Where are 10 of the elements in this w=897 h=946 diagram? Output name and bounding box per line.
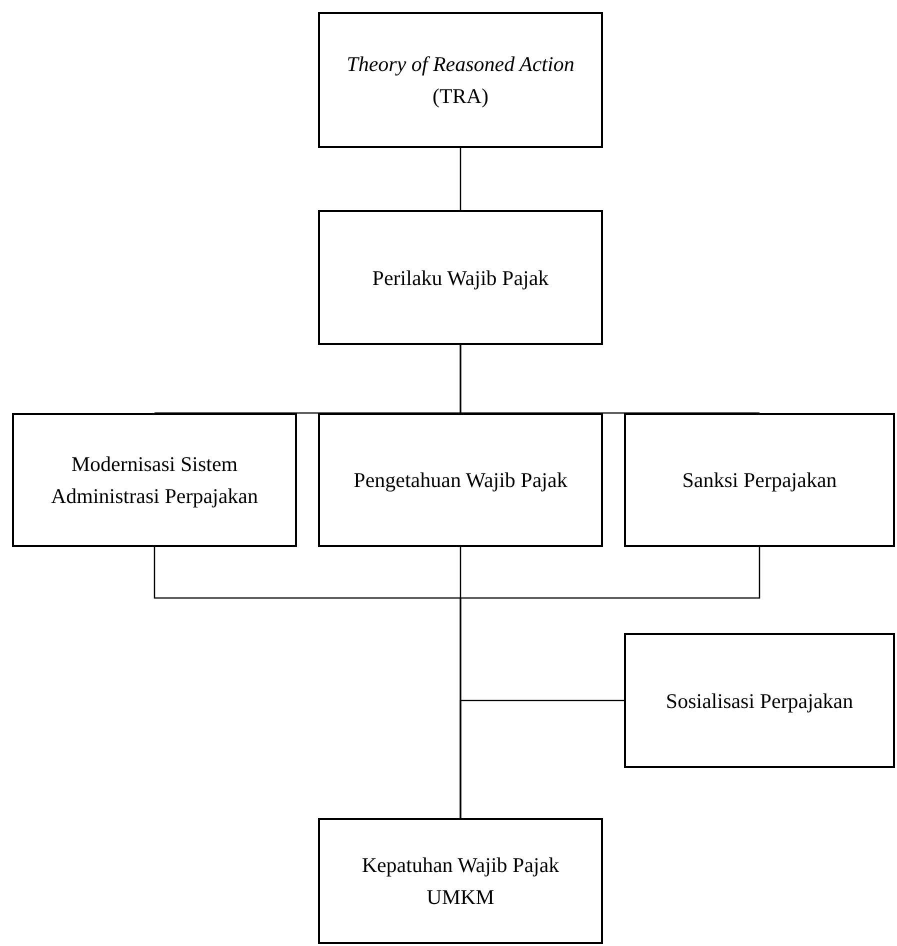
text-box: Sosialisasi Perpajakan bbox=[624, 633, 895, 768]
text-box: Modernisasi Sistem Administrasi Perpajakan bbox=[12, 413, 297, 547]
text-box: Pengetahuan Wajib Pajak bbox=[318, 413, 603, 547]
text-box: Sanksi Perpajakan bbox=[624, 413, 895, 547]
connector-line bbox=[460, 148, 462, 210]
text-box: Kepatuhan Wajib Pajak UMKM bbox=[318, 818, 603, 944]
connector-line bbox=[460, 345, 760, 414]
connector-line bbox=[460, 700, 624, 818]
text-box: Theory of Reasoned Action (TRA) bbox=[318, 12, 603, 148]
text-box: Perilaku Wajib Pajak bbox=[318, 210, 603, 345]
